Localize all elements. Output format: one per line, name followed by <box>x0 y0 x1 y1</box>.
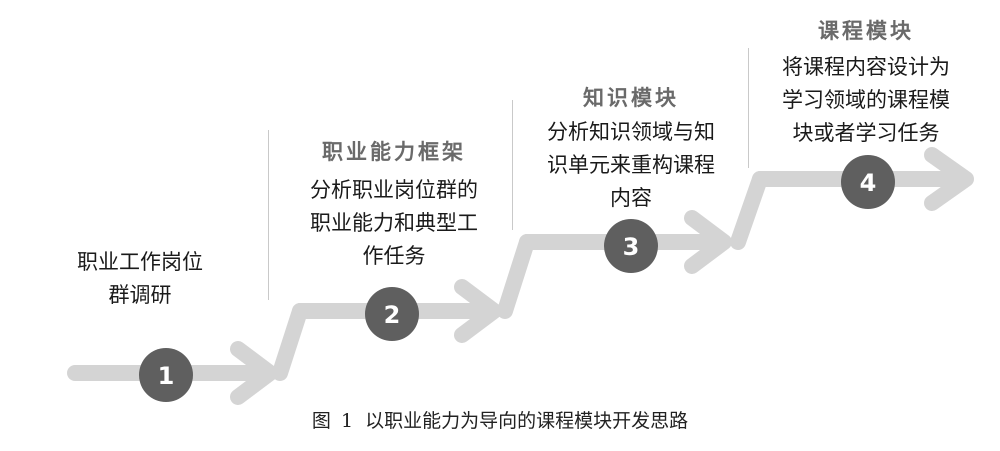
figure-caption-text: 以职业能力为导向的课程模块开发思路 <box>365 410 689 432</box>
figure-label: 图 1 <box>311 410 356 432</box>
step-block-1: 职业工作岗位 群调研 <box>40 246 240 312</box>
step-description-1: 职业工作岗位 群调研 <box>77 250 203 307</box>
arrowhead-1 <box>230 341 278 405</box>
step-number-4: 4 <box>860 169 877 197</box>
step-block-2: 职业能力框架 分析职业岗位群的 职业能力和典型工 作任务 <box>278 138 510 273</box>
step-number-3: 3 <box>623 233 640 261</box>
arrowhead-4 <box>924 147 974 211</box>
step-title-4: 课程模块 <box>818 19 914 43</box>
step-description-4: 将课程内容设计为 学习领域的课程模 块或者学习任务 <box>782 55 950 145</box>
divider-1 <box>268 130 269 300</box>
step-circle-1 <box>139 348 193 402</box>
step-title-3: 知识模块 <box>583 86 679 110</box>
step-circle-4 <box>841 155 895 209</box>
step-circle-3 <box>604 219 658 273</box>
figure-caption: 图 1 以职业能力为导向的课程模块开发思路 <box>0 406 1000 433</box>
step-circles <box>139 155 895 402</box>
divider-3 <box>748 48 749 168</box>
step-description-3: 分析知识领域与知 识单元来重构课程 内容 <box>547 120 715 210</box>
arrow-riser-1 <box>272 303 308 381</box>
arrow-riser-3 <box>730 171 768 250</box>
step-description-2: 分析职业岗位群的 职业能力和典型工 作任务 <box>310 178 478 268</box>
step-title-2: 职业能力框架 <box>322 140 466 164</box>
arrowhead-2 <box>454 279 502 343</box>
step-circle-2 <box>365 287 419 341</box>
divider-2 <box>512 100 513 230</box>
arrowhead-3 <box>684 210 732 274</box>
arrow-riser-2 <box>497 234 535 319</box>
step-block-4: 课程模块 将课程内容设计为 学习领域的课程模 块或者学习任务 <box>750 17 982 150</box>
step-number-1: 1 <box>158 362 175 390</box>
step-block-3: 知识模块 分析知识领域与知 识单元来重构课程 内容 <box>516 84 746 215</box>
step-number-2: 2 <box>384 301 401 329</box>
